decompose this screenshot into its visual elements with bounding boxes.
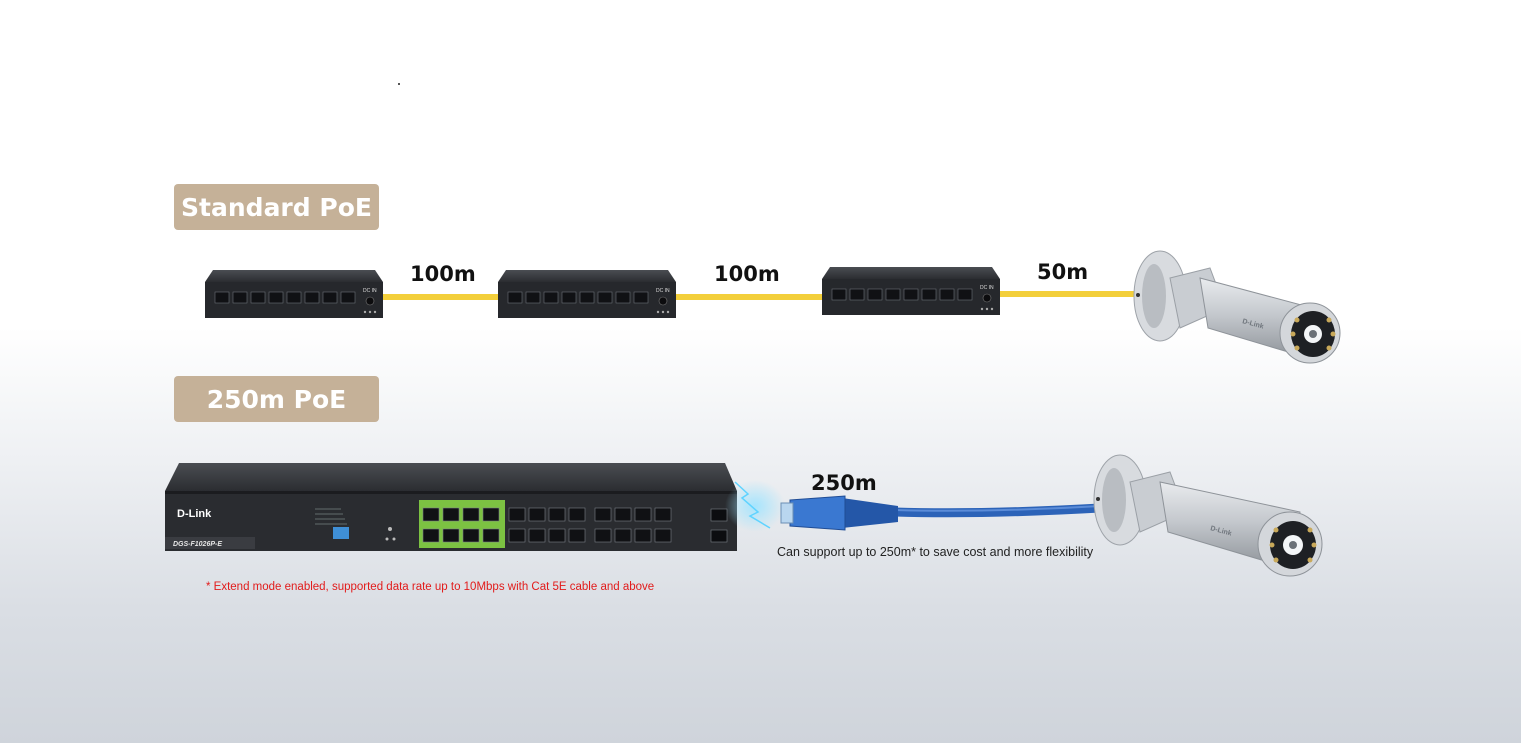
distance-label-250m: 250m bbox=[811, 471, 877, 495]
distance-label-1: 100m bbox=[410, 262, 476, 286]
extended-poe-label: 250m PoE bbox=[206, 384, 347, 414]
dgs-f1026p-e-switch: D-Link DGS-F1026P-E bbox=[165, 463, 737, 551]
standard-cables bbox=[380, 291, 1138, 300]
extended-footnote: * Extend mode enabled, supported data ra… bbox=[206, 581, 655, 593]
bullet-camera-1: D-Link bbox=[1133, 250, 1341, 364]
electric-arc bbox=[734, 481, 771, 529]
small-switch-1: DC IN bbox=[205, 270, 383, 318]
small-switch-3: DC IN bbox=[822, 267, 1000, 315]
dc-in-label-3: DC IN bbox=[980, 285, 994, 291]
switch-model-label: DGS-F1026P-E bbox=[173, 541, 222, 548]
switch-brand-logo: D-Link bbox=[177, 508, 212, 520]
standard-poe-label: Standard PoE bbox=[181, 192, 372, 222]
power-glow bbox=[725, 480, 785, 532]
extended-caption: Can support up to 250m* to save cost and… bbox=[777, 545, 1094, 559]
blue-ethernet-cable bbox=[780, 495, 1105, 531]
yellow-cable-2 bbox=[672, 294, 826, 300]
bullet-camera-2: D-Link bbox=[1093, 454, 1323, 577]
distance-label-3: 50m bbox=[1037, 260, 1089, 284]
yellow-cable-1 bbox=[380, 294, 502, 300]
small-switch-2: DC IN bbox=[498, 270, 676, 318]
yellow-cable-3 bbox=[998, 291, 1138, 297]
dc-in-label-1: DC IN bbox=[363, 288, 377, 294]
sfp-ports bbox=[710, 508, 728, 543]
rj45-ports bbox=[422, 507, 672, 543]
dc-in-label-2: DC IN bbox=[656, 288, 670, 294]
standard-poe-badge: Standard PoE bbox=[174, 184, 379, 230]
extended-poe-badge: 250m PoE bbox=[174, 376, 379, 422]
decorative-speck bbox=[398, 83, 400, 85]
distance-label-2: 100m bbox=[714, 262, 780, 286]
